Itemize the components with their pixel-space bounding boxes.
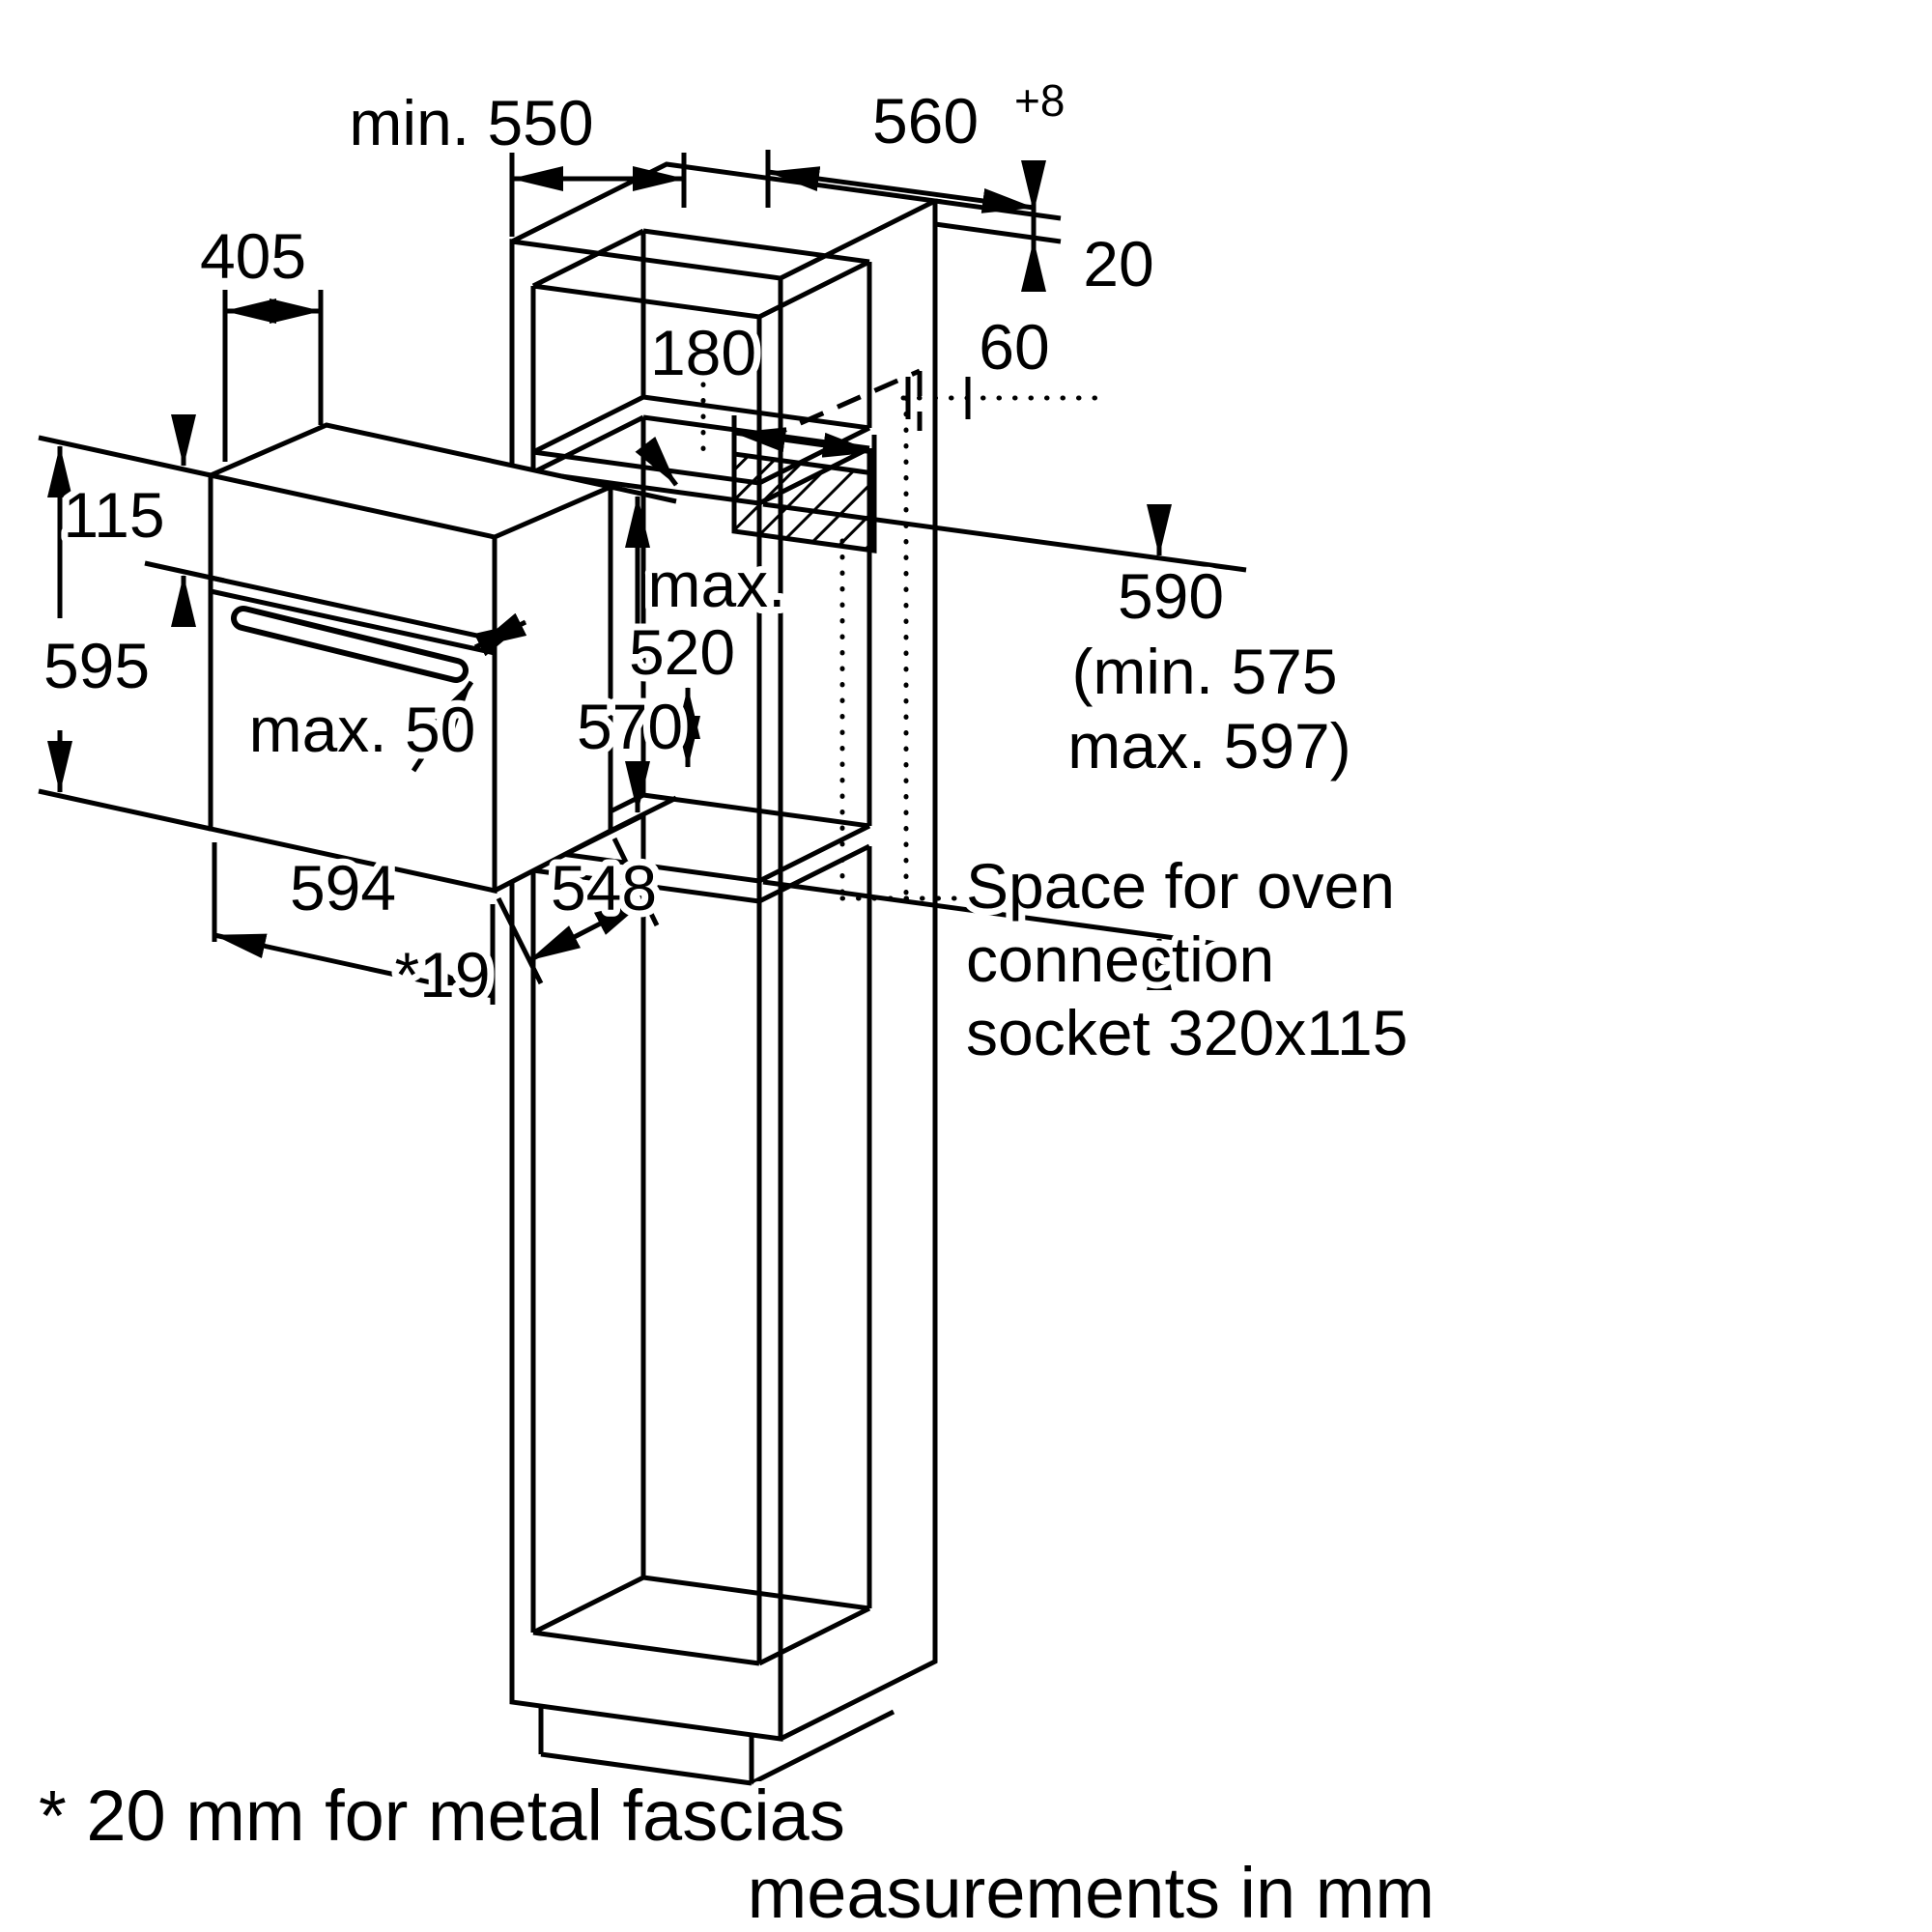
- socket-space-dotted-outline: [700, 382, 1099, 901]
- label-180: 180: [650, 317, 756, 388]
- label-520: 520: [629, 616, 735, 688]
- label-590-max: max. 597): [1067, 710, 1350, 781]
- label-max-50: max. 50: [249, 694, 476, 765]
- label-socket-note-line3: socket 320x115: [966, 997, 1407, 1068]
- label-fascia-gap: *19: [394, 939, 490, 1010]
- label-60: 60: [979, 311, 1049, 383]
- dim-socket-width-line: [733, 427, 875, 458]
- socket-hatch-area: [731, 451, 877, 554]
- oven: [208, 422, 619, 895]
- label-socket-note-line2: connection: [966, 923, 1274, 995]
- label-405: 405: [200, 220, 306, 292]
- label-548: 548: [551, 852, 657, 923]
- label-560: 560: [872, 85, 979, 156]
- dim-max50-leader: [411, 680, 474, 773]
- dimensions: [38, 150, 1247, 1005]
- cabinet: [509, 161, 944, 1786]
- dim-548-line: [527, 897, 647, 963]
- label-socket-note-line1: Space for oven: [966, 850, 1395, 922]
- label-594: 594: [290, 852, 396, 923]
- label-570: 570: [577, 691, 683, 762]
- dim-560-line: [767, 166, 1035, 213]
- cabinet-plinth: [538, 1708, 895, 1786]
- dim-max50-double-arrow: [473, 612, 527, 657]
- label-20: 20: [1083, 228, 1153, 299]
- dim-180-arrow: [635, 436, 678, 487]
- connection-socket: [731, 451, 877, 554]
- label-590: 590: [1118, 560, 1224, 632]
- labels: min. 550 560 +8 405 115 595 180 20 60 ma…: [32, 69, 1441, 1932]
- label-footnote: * 20 mm for metal fascias: [39, 1776, 845, 1856]
- dim-594-line: [213, 932, 494, 999]
- label-560-tolerance: +8: [1014, 75, 1065, 126]
- dotted-guides: [700, 382, 1099, 901]
- label-max: max.: [647, 549, 785, 620]
- label-min-550: min. 550: [349, 87, 593, 158]
- label-595: 595: [43, 630, 150, 701]
- label-590-min: (min. 575: [1071, 636, 1337, 707]
- label-units-note: measurements in mm: [748, 1853, 1435, 1932]
- cabinet-hidden-edges: [761, 368, 923, 442]
- oven-handle-inner: [237, 611, 463, 677]
- label-115: 115: [63, 479, 164, 551]
